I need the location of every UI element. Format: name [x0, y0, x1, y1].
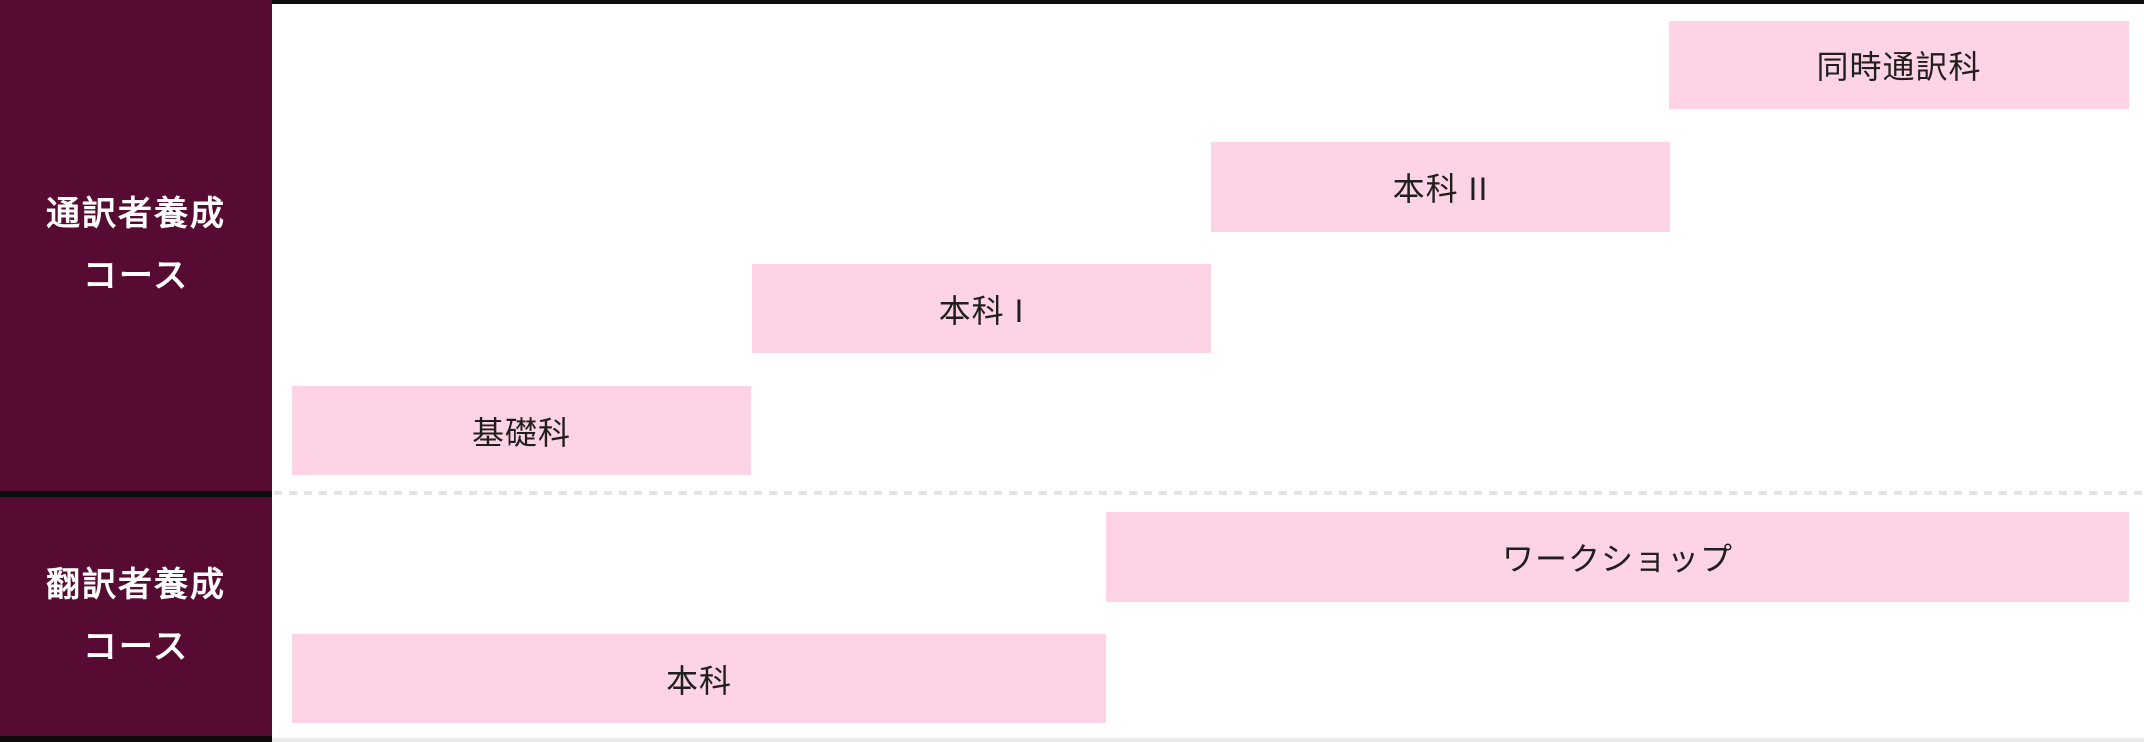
bar-translator-workshop: ワークショップ [1106, 512, 2129, 602]
sidebar-translator-course: 翻訳者養成 コース [0, 497, 272, 736]
sidebar-bottom-border [0, 736, 272, 742]
bar-simultaneous-interpretation: 同時通訳科 [1669, 21, 2129, 109]
sidebar-translator-course-label-line1: 翻訳者養成 [46, 566, 226, 604]
sidebar-interpreter-course: 通訳者養成 コース [0, 0, 272, 491]
row-divider-dashed-line [274, 491, 2144, 495]
content-bottom-border [272, 738, 2144, 742]
sidebar-translator-course-label-line2: コース [82, 628, 190, 666]
bar-interpreter-main-1: 本科 I [752, 264, 1211, 353]
sidebar-row-divider-line [0, 491, 272, 497]
top-border-line [272, 0, 2144, 4]
sidebar-interpreter-course-label-line2: コース [82, 257, 190, 295]
bar-interpreter-main-2: 本科 II [1211, 142, 1670, 232]
bar-interpreter-foundation: 基礎科 [292, 386, 751, 475]
sidebar-interpreter-course-label-line1: 通訳者養成 [46, 195, 226, 233]
bar-translator-main: 本科 [292, 634, 1106, 723]
